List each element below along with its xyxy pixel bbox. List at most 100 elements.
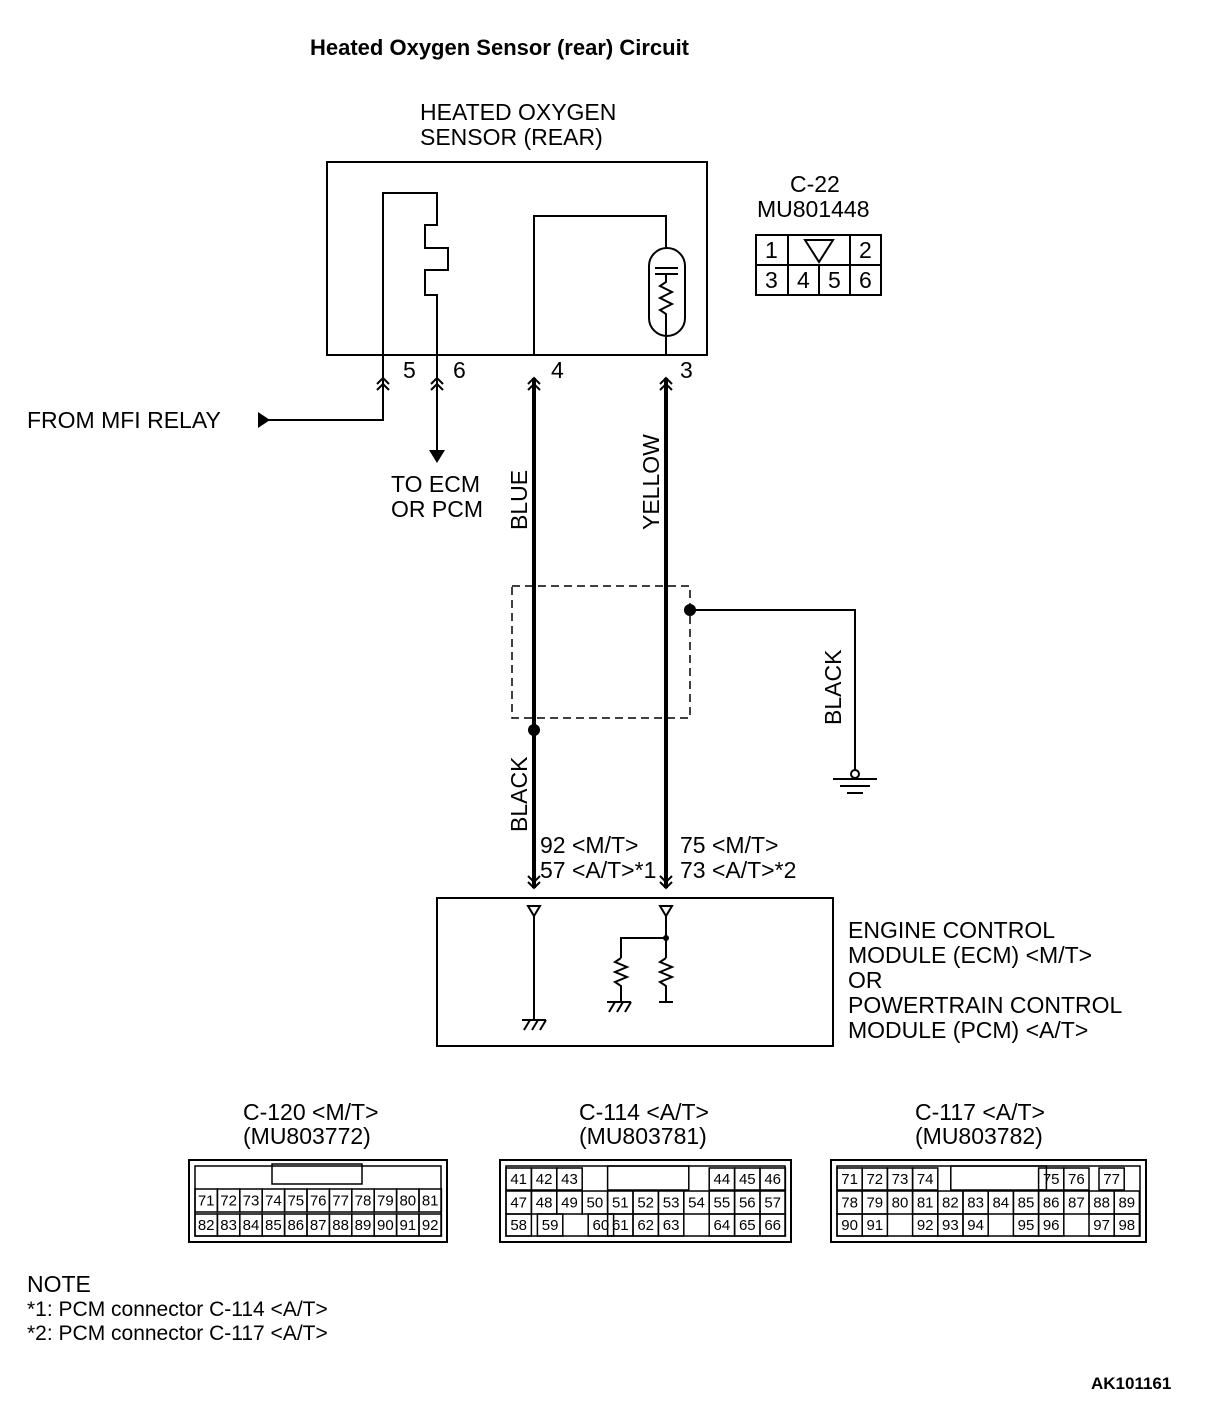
c114-pin-66-cell: [759, 1213, 787, 1237]
c117-pin-84: 84: [992, 1195, 1009, 1212]
ground-symbol: [833, 769, 877, 794]
c120-pin-92: 92: [422, 1217, 439, 1234]
c114-pin-46: 46: [764, 1171, 781, 1188]
c114-pin-58-cell: [505, 1213, 533, 1237]
c114-pin-59-cell: [536, 1213, 564, 1237]
sensor-connector-chevrons: [376, 376, 673, 391]
c22-pin-5: 5: [828, 267, 841, 293]
c114-pin-65: 65: [739, 1217, 756, 1234]
c114-pin-43-cell: [556, 1167, 583, 1191]
c117-key-slot: [950, 1165, 1048, 1191]
c120-pin-75: 75: [287, 1193, 304, 1210]
c22-label: C-22: [790, 171, 840, 197]
c117-pin-82: 82: [942, 1195, 959, 1212]
c120-pin-72: 72: [220, 1193, 237, 1210]
c114-pin-46-cell: [759, 1167, 787, 1191]
c120-pin-81: 81: [422, 1193, 439, 1210]
c117-pin-98: 98: [1118, 1217, 1135, 1234]
c117-pin-75: 75: [1043, 1171, 1060, 1188]
c120-pin-82: 82: [198, 1217, 215, 1234]
c114-pin-58: 58: [510, 1217, 527, 1234]
c117-part: (MU803782): [915, 1123, 1043, 1149]
pin-4-label: 4: [551, 357, 564, 383]
c22-connector-face: 1 2 3 4 5 6: [755, 234, 882, 296]
c114-pin-55: 55: [714, 1195, 731, 1212]
module-label-line3: OR: [848, 967, 883, 993]
c117-pin-73: 73: [892, 1171, 909, 1188]
ecm-chevron-left: [527, 875, 541, 890]
c120-pin-73: 73: [243, 1193, 260, 1210]
c117-pin-79: 79: [866, 1195, 883, 1212]
sensor-label-line2: SENSOR (REAR): [420, 124, 603, 150]
c120-pin-80: 80: [399, 1193, 416, 1210]
wire-mfi-relay: [268, 355, 384, 421]
c114-pin-59: 59: [542, 1217, 559, 1234]
c114-label: C-114 <A/T>: [579, 1099, 709, 1125]
wire-color-black-ground: BLACK: [820, 649, 846, 725]
c22-pin-3: 3: [765, 267, 778, 293]
diagram-title: Heated Oxygen Sensor (rear) Circuit: [310, 35, 690, 60]
c117-pin-83: 83: [967, 1195, 984, 1212]
c117-pin-85: 85: [1018, 1195, 1035, 1212]
c117-pin-80: 80: [892, 1195, 909, 1212]
c114-pin-60: 60: [593, 1217, 610, 1234]
c114-pin-47: 47: [510, 1195, 527, 1212]
c120-label: C-120 <M/T>: [243, 1099, 379, 1125]
c117-pin-92: 92: [917, 1217, 934, 1234]
terminal-left-line2: 57 <A/T>*1: [540, 857, 656, 883]
c22-pin-1: 1: [765, 237, 778, 263]
pin-6-label: 6: [453, 357, 466, 383]
ecm-box: [436, 897, 834, 1047]
c120-pin-91: 91: [399, 1217, 416, 1234]
c117-pin-76: 76: [1068, 1171, 1085, 1188]
pin-5-label: 5: [403, 357, 416, 383]
sensor-label-line1: HEATED OXYGEN: [420, 99, 616, 125]
c120-pin-78: 78: [355, 1193, 372, 1210]
wire-color-blue: BLUE: [506, 470, 532, 530]
c114-pin-63: 63: [663, 1217, 680, 1234]
c22-pin-6: 6: [859, 267, 872, 293]
wire-ground: [690, 609, 856, 770]
c117-pin-87: 87: [1068, 1195, 1085, 1212]
black-wire-junction: [528, 724, 540, 736]
c117-label: C-117 <A/T>: [915, 1099, 1045, 1125]
c114-pin-57: 57: [764, 1195, 781, 1212]
c114-pin-48: 48: [536, 1195, 553, 1212]
c117-pin-91-cell: [861, 1213, 889, 1237]
wire-color-black-shield: BLACK: [506, 756, 532, 832]
terminal-right-line2: 73 <A/T>*2: [680, 857, 796, 883]
c120-pin-77: 77: [332, 1193, 349, 1210]
module-label-line4: POWERTRAIN CONTROL: [848, 992, 1123, 1018]
c120-pin-74: 74: [265, 1193, 282, 1210]
c117-pin-96-cell: [1037, 1213, 1065, 1237]
c117-pin-97: 97: [1093, 1217, 1110, 1234]
c114-pin-56: 56: [739, 1195, 756, 1212]
c120-pin-86: 86: [287, 1217, 304, 1234]
c114-pin-52: 52: [637, 1195, 654, 1212]
c114-pin-50: 50: [587, 1195, 604, 1212]
ecm-internal-circuit: [522, 905, 675, 1031]
c114-pin-60-cell: [587, 1213, 615, 1237]
c114-pin-53: 53: [663, 1195, 680, 1212]
c117-pin-86: 86: [1043, 1195, 1060, 1212]
c117-pin-74: 74: [917, 1171, 934, 1188]
sensing-element-resistor: [655, 267, 678, 336]
c114-pin-54: 54: [688, 1195, 705, 1212]
c117-pin-81: 81: [917, 1195, 934, 1212]
c117-pin-76-cell: [1063, 1167, 1090, 1191]
mfi-relay-arrow: [258, 412, 270, 428]
sensor-internal-wire: [533, 215, 667, 355]
c22-pin-2: 2: [859, 237, 872, 263]
wire-color-yellow: YELLOW: [638, 434, 664, 530]
note-heading: NOTE: [27, 1271, 91, 1297]
c114-pin-63-cell: [657, 1213, 685, 1237]
c120-pin-84: 84: [243, 1217, 260, 1234]
note-line2: *2: PCM connector C-117 <A/T>: [27, 1322, 328, 1345]
c117-pin-77: 77: [1103, 1171, 1120, 1188]
c114-pin-45: 45: [739, 1171, 756, 1188]
c117-pin-74-cell: [911, 1167, 939, 1191]
c117-pin-95: 95: [1018, 1217, 1035, 1234]
c117-pin-94-cell: [962, 1213, 989, 1237]
